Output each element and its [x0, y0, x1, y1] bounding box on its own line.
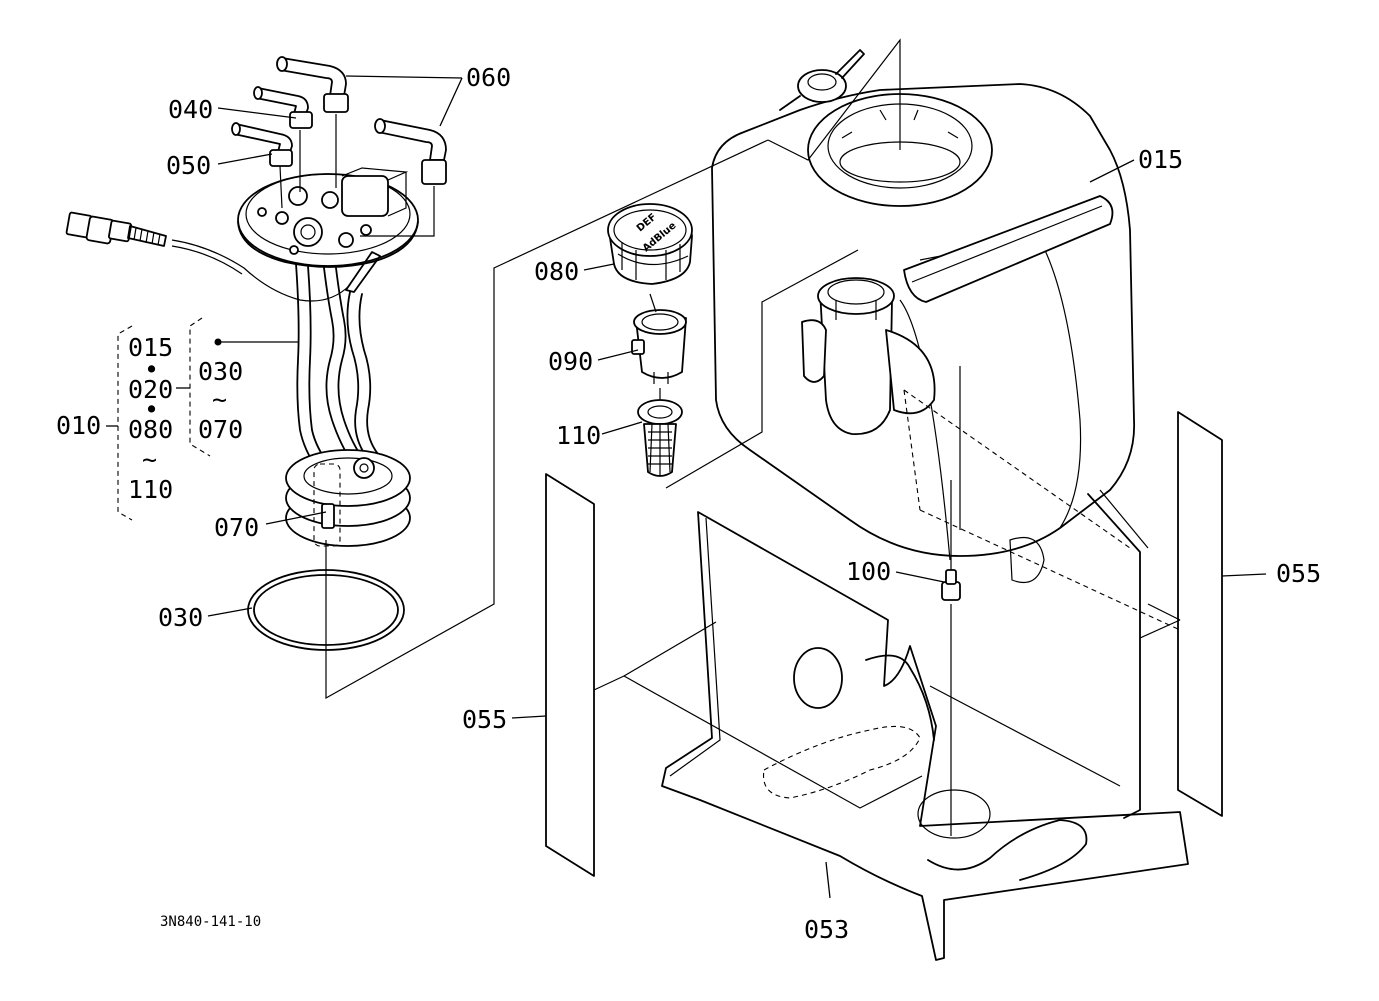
label-060: 060	[466, 63, 511, 92]
group-outer-080: 080	[128, 415, 173, 444]
label-070: 070	[214, 513, 259, 542]
label-055-left: 055	[462, 705, 507, 734]
group-outer-dot2: •	[144, 395, 159, 424]
label-100: 100	[846, 557, 891, 586]
group-outer-015: 015	[128, 333, 173, 362]
group-inner-070: 070	[198, 415, 243, 444]
bolt-100	[941, 480, 961, 836]
fitting-060-right	[374, 118, 447, 185]
sender-module	[65, 56, 447, 651]
fitting-040	[253, 86, 313, 129]
fitting-050	[231, 122, 293, 167]
pad-055-left	[545, 473, 595, 877]
fitting-060-upper	[276, 56, 349, 113]
filler-cap-080: DEF AdBlue	[607, 203, 693, 285]
def-tank-015	[711, 49, 1135, 584]
strainer-110	[637, 399, 683, 477]
tank-bracket-053	[661, 489, 1189, 961]
label-055-right: 055	[1276, 559, 1321, 588]
drawing-code: 3N840-141-10	[160, 914, 261, 930]
label-040: 040	[168, 95, 213, 124]
group-inner-tilde: ~	[212, 385, 227, 414]
group-outer-110: 110	[128, 475, 173, 504]
heater-coil	[285, 449, 411, 547]
group-outer-dot1: •	[144, 355, 159, 384]
label-030: 030	[158, 603, 203, 632]
group-inner-030: 030	[198, 357, 243, 386]
label-110: 110	[556, 421, 601, 450]
label-090: 090	[548, 347, 593, 376]
wire-connector	[65, 211, 167, 247]
label-050: 050	[166, 151, 211, 180]
pad-055-right	[1177, 411, 1223, 817]
label-015: 015	[1138, 145, 1183, 174]
label-053: 053	[804, 915, 849, 944]
group-outer-tilde: ~	[142, 445, 157, 474]
group-outer-020: 020	[128, 375, 173, 404]
strainer-holder-090	[631, 309, 687, 384]
label-080: 080	[534, 257, 579, 286]
label-010: 010	[56, 411, 101, 440]
